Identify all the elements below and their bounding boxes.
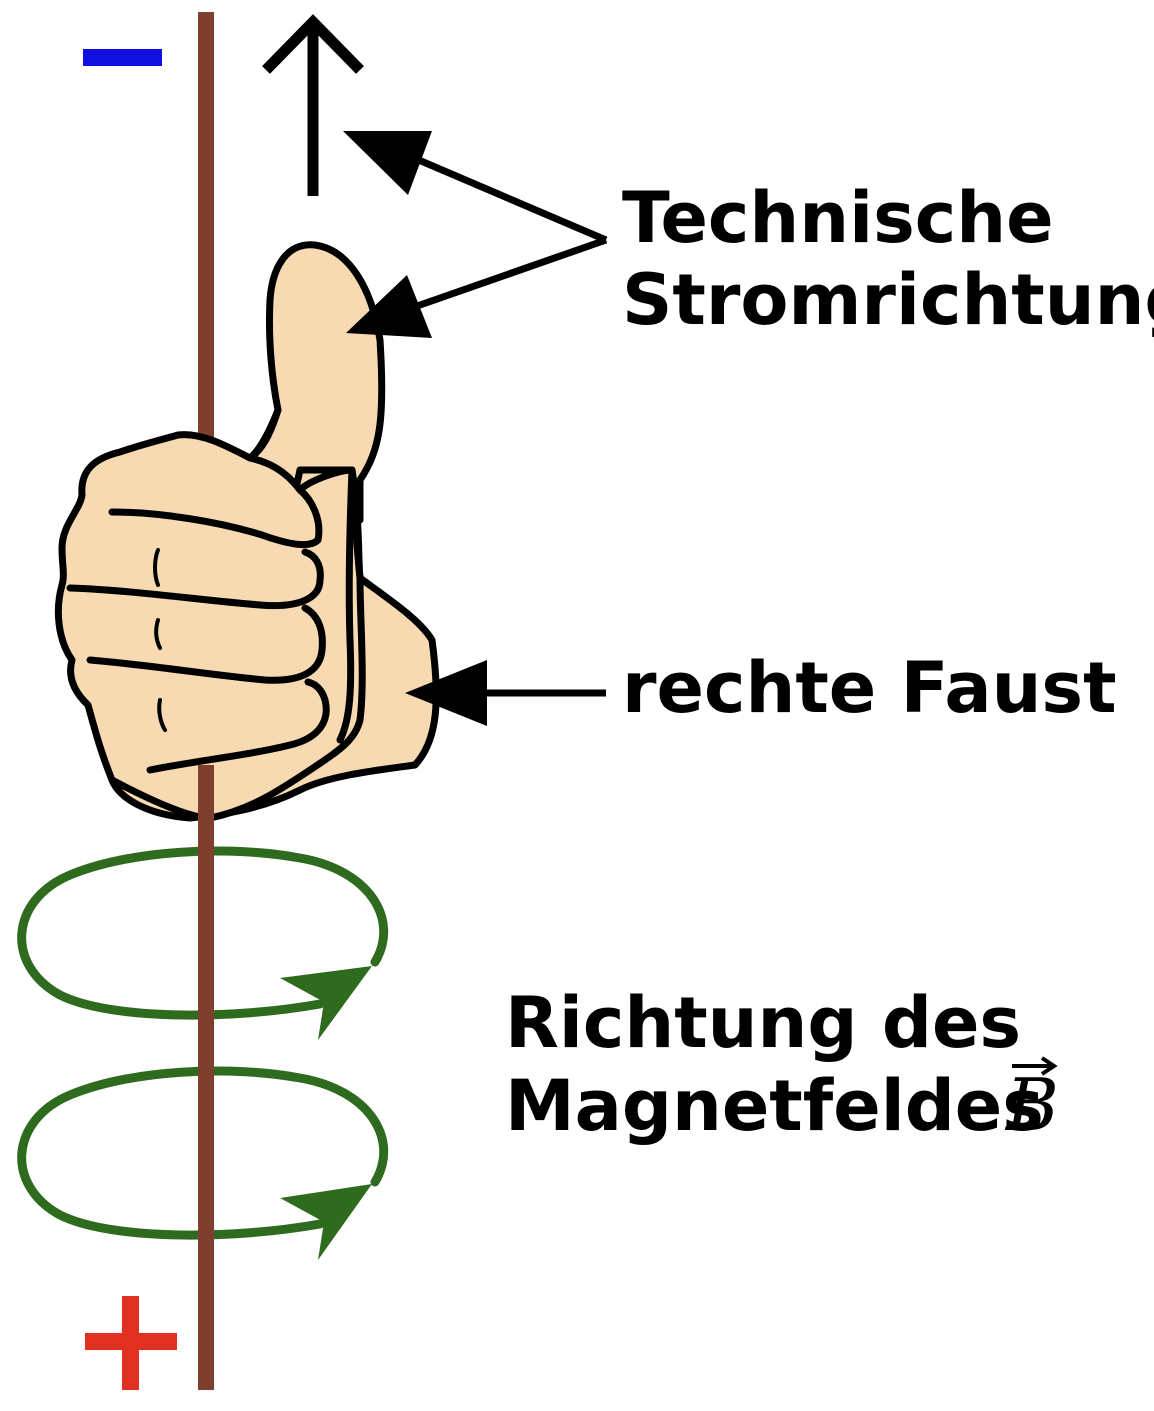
fist-fingers — [54, 431, 366, 822]
plus-sign — [85, 1296, 177, 1390]
field-loop-lower — [17, 1066, 389, 1240]
vector-arrow-icon — [1012, 1056, 1058, 1076]
minus-sign — [83, 49, 162, 66]
pointer-arrowhead-to-current-icon — [343, 131, 432, 195]
thumbs-up-fist-icon — [54, 241, 440, 822]
label-field-line2: Magnetfeldes — [505, 1065, 1044, 1147]
field-loop-lower-path — [17, 1066, 389, 1240]
thumb-crease — [336, 466, 356, 744]
wire-front-mid2 — [198, 1236, 214, 1390]
label-field-vector: B — [1004, 1063, 1059, 1147]
thumb-base — [246, 406, 282, 462]
label-current-line1: Technische — [622, 177, 1054, 259]
current-direction-arrow-icon — [262, 14, 364, 196]
label-field-line1: Richtung des — [505, 982, 1021, 1064]
fist-pointer-arrowhead-icon — [405, 660, 487, 726]
label-current-line2: Stromrichtung — [622, 259, 1154, 341]
crease-1 — [153, 548, 160, 587]
field-loop-lower-arrowhead-icon — [280, 1184, 372, 1260]
finger-line-1 — [108, 486, 323, 549]
crease-2 — [154, 618, 162, 650]
pointer-arrowhead-to-thumb-icon — [346, 275, 432, 338]
field-loop-upper-arrowhead-icon — [280, 966, 372, 1040]
crease-3 — [157, 698, 167, 732]
finger-line-3 — [86, 604, 326, 684]
label-fist: rechte Faust — [622, 647, 1117, 729]
field-loop-upper-path — [17, 846, 389, 1020]
finger-line-2 — [66, 548, 324, 610]
finger-line-4 — [146, 678, 330, 774]
current-pointer-arrows — [398, 148, 608, 316]
wire-front-top — [198, 12, 214, 432]
wire-front-bottom — [198, 765, 214, 855]
field-loop-upper — [17, 846, 389, 1020]
wire-front-mid1 — [198, 1016, 214, 1080]
